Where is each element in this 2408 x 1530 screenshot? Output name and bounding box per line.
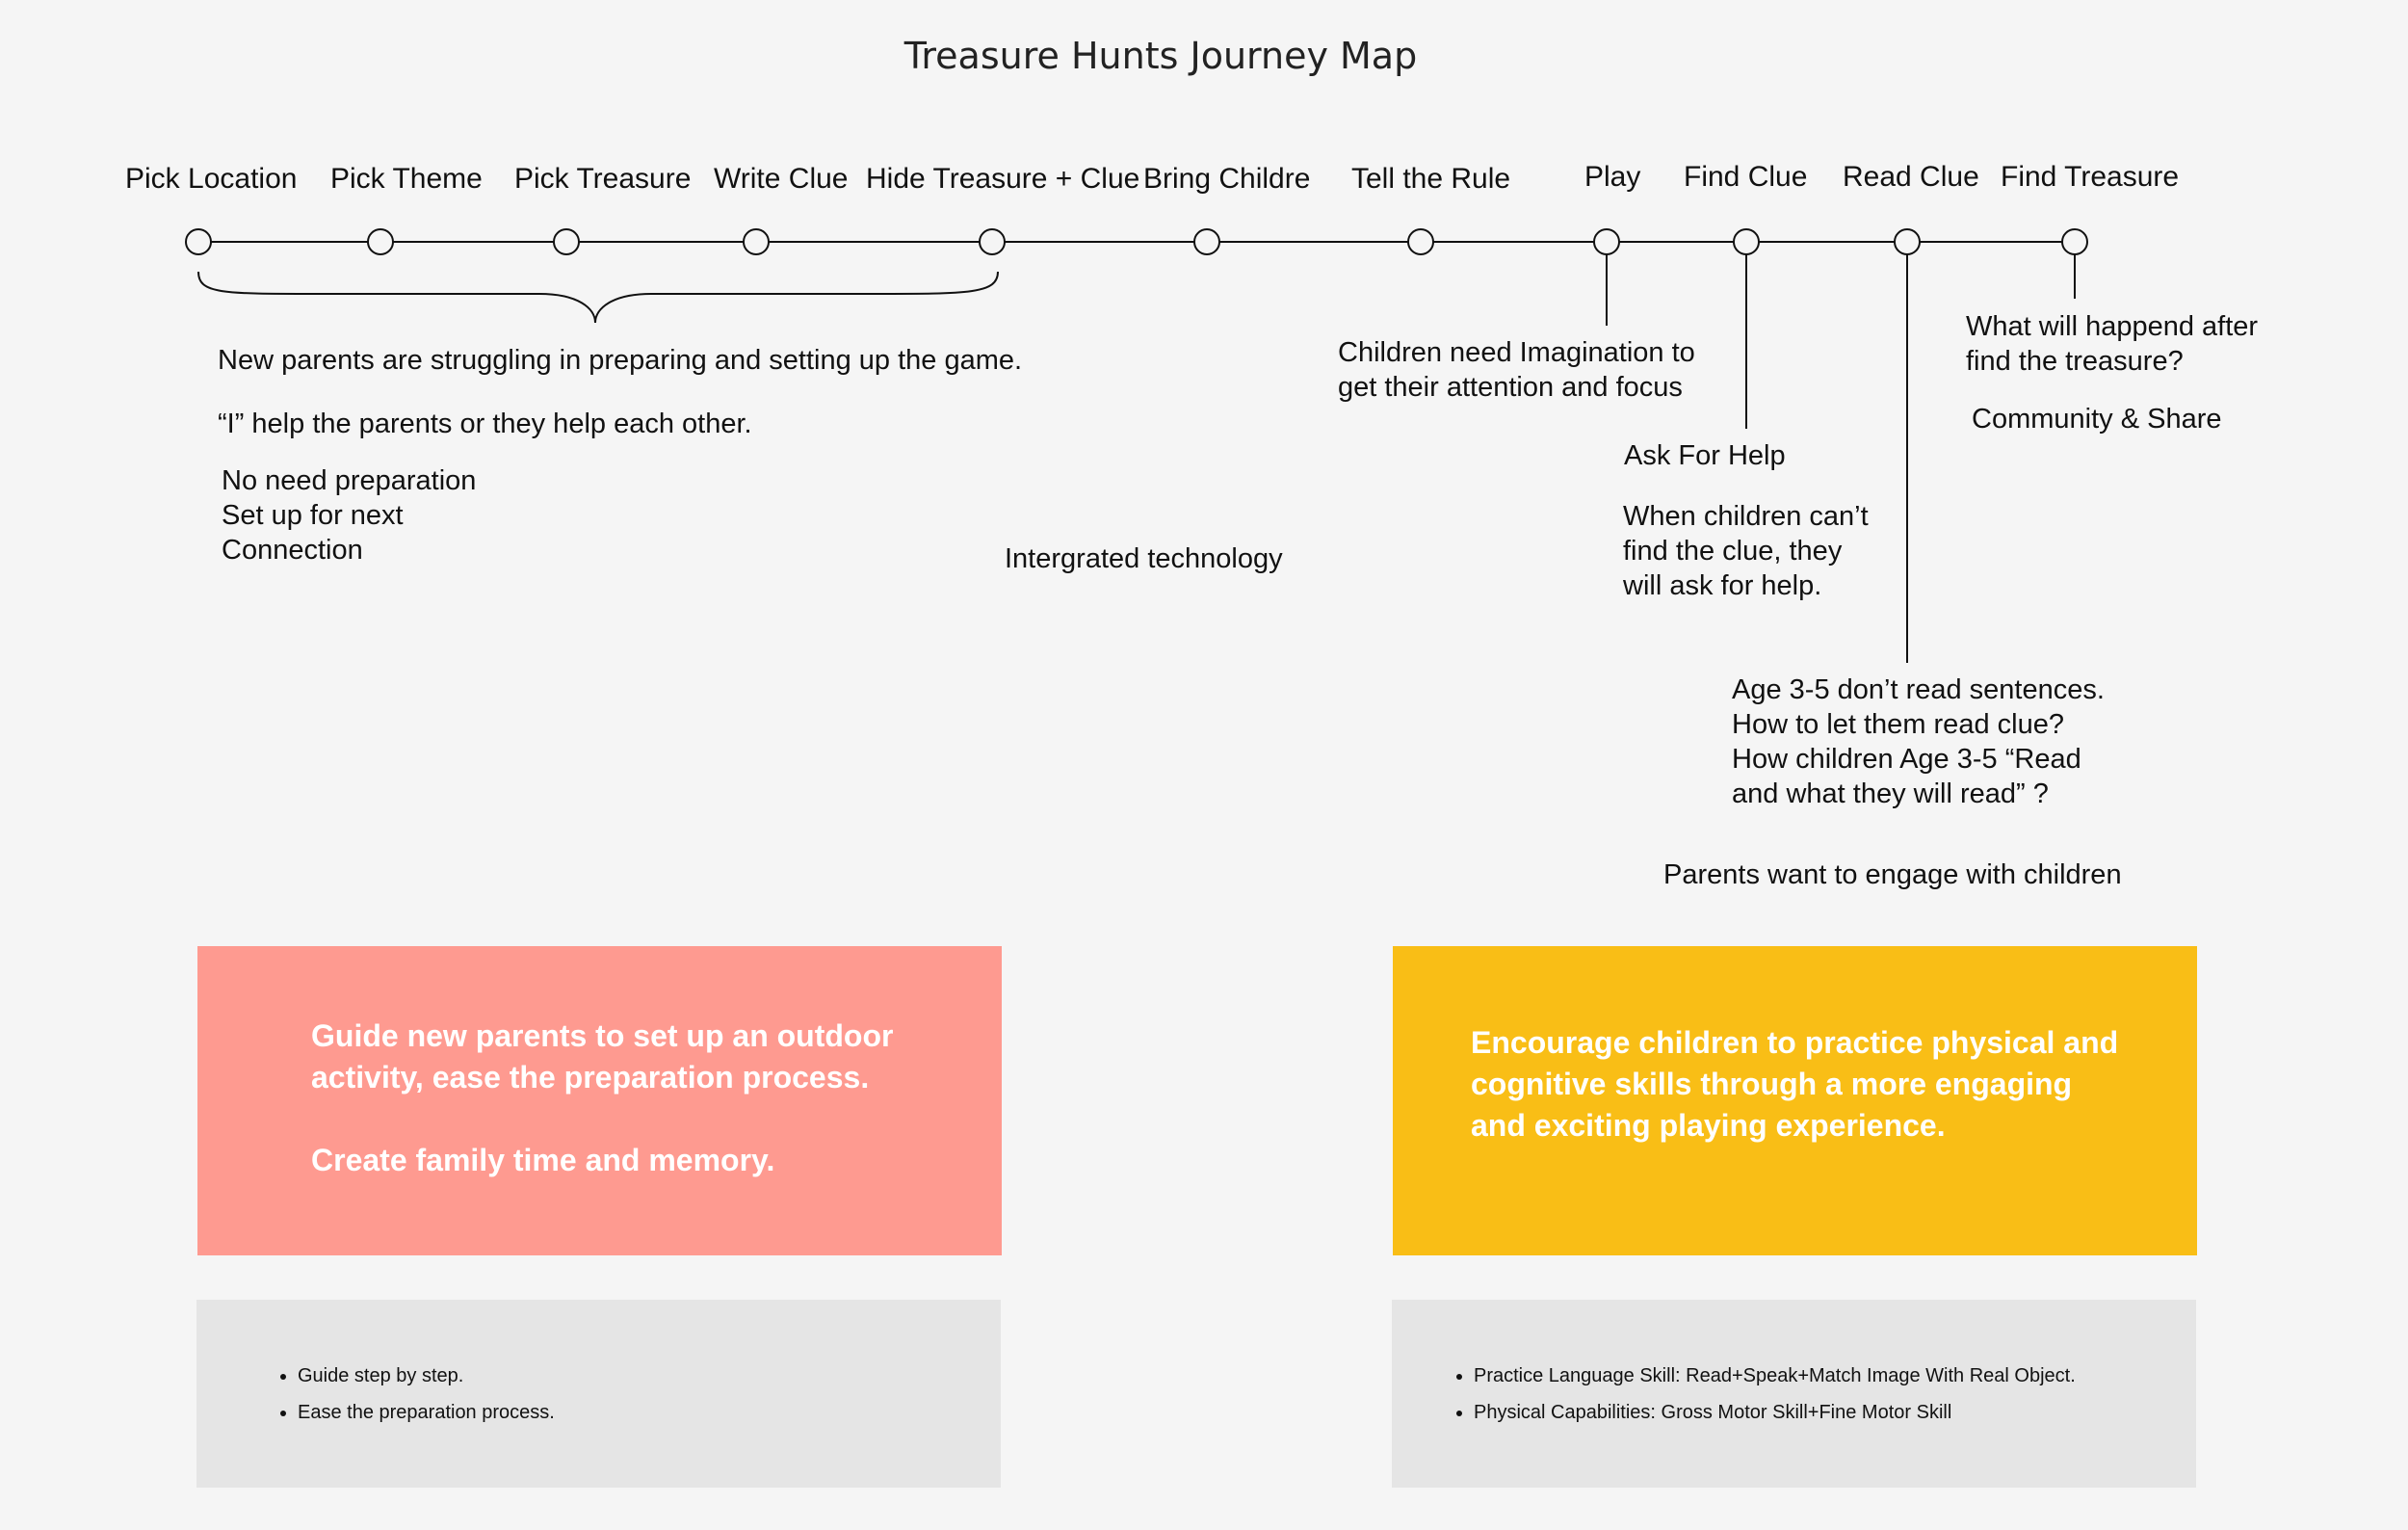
preparation-list: No need preparation Set up for next Conn… (222, 463, 476, 567)
community-note: Community & Share (1972, 404, 2222, 435)
step-label-pick-theme: Pick Theme (330, 163, 483, 195)
step-label-pick-treasure: Pick Treasure (514, 163, 692, 195)
read-clue-note: Age 3-5 don’t read sentences. How to let… (1732, 674, 2105, 809)
technology-note: Intergrated technology (1005, 543, 1283, 574)
timeline-node-2 (367, 228, 394, 255)
timeline-node-9 (1733, 228, 1760, 255)
timeline-node-8 (1593, 228, 1620, 255)
step-label-hide-treasure: Hide Treasure + Clue (866, 163, 1140, 195)
parents-details-box: Guide step by step. Ease the preparation… (196, 1300, 1001, 1488)
step-label-find-clue: Find Clue (1684, 161, 1808, 193)
list-item: No need preparation (222, 465, 477, 496)
preparation-brace (197, 271, 999, 324)
preparation-help-note: “I” help the parents or they help each o… (218, 409, 752, 439)
list-item: Physical Capabilities: Gross Motor Skill… (1474, 1394, 2196, 1431)
timeline-node-11 (2061, 228, 2088, 255)
step-label-bring-children: Bring Childre (1143, 163, 1311, 195)
timeline-node-5 (979, 228, 1006, 255)
step-label-play: Play (1584, 161, 1641, 193)
timeline-node-6 (1193, 228, 1220, 255)
play-note: Children need Imagination to get their a… (1338, 337, 1695, 403)
timeline-node-7 (1407, 228, 1434, 255)
timeline-node-1 (185, 228, 212, 255)
step-label-find-treasure: Find Treasure (2001, 161, 2180, 193)
step-label-pick-location: Pick Location (125, 163, 298, 195)
preparation-struggle-note: New parents are struggling in preparing … (218, 345, 1023, 376)
list-item: Ease the preparation process. (298, 1394, 1001, 1431)
parents-goal-box: Guide new parents to set up an outdoor a… (197, 946, 1002, 1255)
timeline-node-3 (553, 228, 580, 255)
find-clue-note: When children can’t find the clue, they … (1623, 501, 1869, 601)
step-label-tell-rule: Tell the Rule (1351, 163, 1511, 195)
list-item: Set up for next (222, 500, 404, 531)
list-item: Practice Language Skill: Read+Speak+Matc… (1474, 1358, 2196, 1394)
list-item: Connection (222, 535, 363, 566)
engage-note: Parents want to engage with children (1663, 859, 2122, 890)
step-label-write-clue: Write Clue (714, 163, 849, 195)
children-goal-box: Encourage children to practice physical … (1393, 946, 2197, 1255)
list-item: Guide step by step. (298, 1358, 1001, 1394)
step-label-read-clue: Read Clue (1843, 161, 1979, 193)
children-details-box: Practice Language Skill: Read+Speak+Matc… (1392, 1300, 2196, 1488)
timeline-node-10 (1894, 228, 1921, 255)
find-clue-title: Ask For Help (1624, 440, 1786, 471)
find-treasure-question: What will happend after find the treasur… (1966, 311, 2259, 377)
page-title: Treasure Hunts Journey Map (903, 35, 1418, 77)
timeline-node-4 (743, 228, 770, 255)
